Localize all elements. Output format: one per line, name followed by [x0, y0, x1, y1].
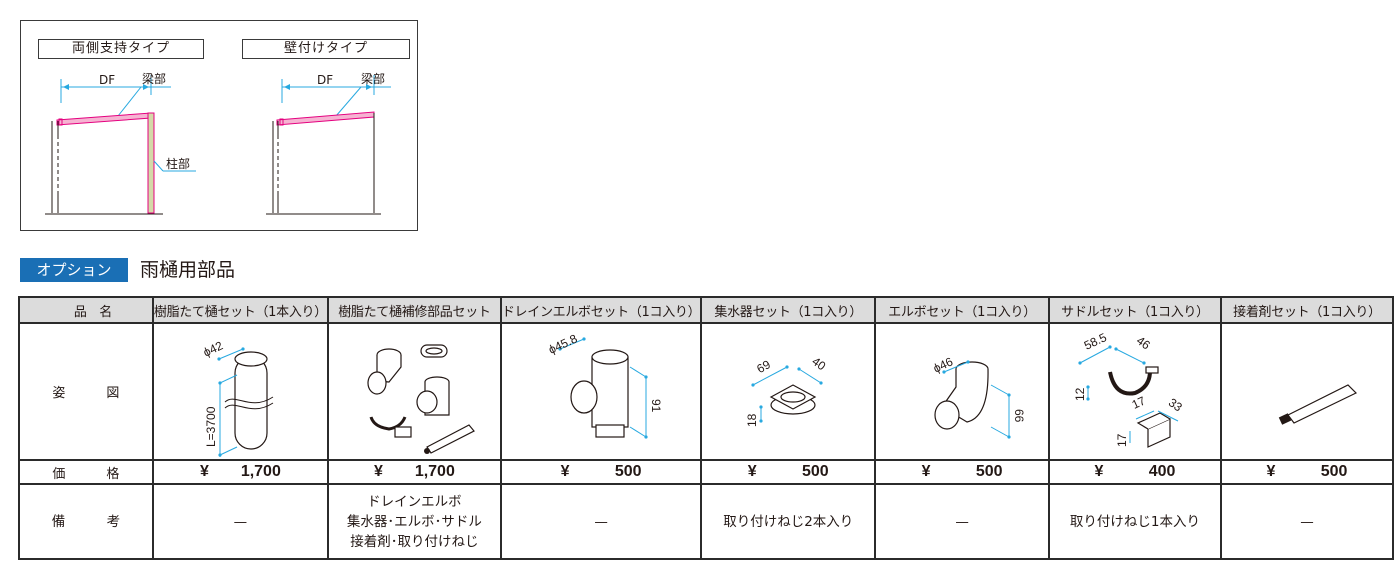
price-cell: ¥500: [700, 459, 877, 485]
drain-elbow-icon: ϕ45.8 91: [546, 331, 663, 439]
notes-cell: —: [499, 483, 703, 560]
price-cell: ¥1,700: [326, 459, 502, 485]
product-name: 集水器セット（1コ入り）: [700, 296, 877, 324]
svg-text:ϕ46: ϕ46: [931, 354, 955, 375]
notes-row: 備 考 — ドレインエルボ 集水器･エルボ･サドル 接着剤･取り付けねじ — 取…: [18, 483, 1394, 560]
price-row: 価 格 ¥1,700 ¥1,700 ¥500 ¥500 ¥500 ¥400 ¥5…: [18, 459, 1394, 485]
row-label-notes: 備 考: [18, 483, 154, 560]
notes-cell: —: [874, 483, 1050, 560]
price-cell: ¥1,700: [151, 459, 329, 485]
notes-cell: —: [151, 483, 329, 560]
svg-text:DF: DF: [317, 73, 333, 87]
repair-set-figure: [326, 322, 502, 461]
svg-text:柱部: 柱部: [166, 156, 190, 171]
product-name: 接着剤セット（1コ入り）: [1219, 296, 1394, 324]
product-name: 樹脂たて樋補修部品セット: [326, 296, 502, 324]
price-cell: ¥500: [1219, 459, 1394, 485]
drain-elbow-figure: ϕ45.8 91: [499, 322, 703, 461]
svg-text:DF: DF: [99, 73, 115, 87]
product-name: エルボセット（1コ入り）: [874, 296, 1050, 324]
rain-collector-icon: 69 40 18: [745, 354, 829, 427]
carport-structure-drawing: DF 梁部 柱部 DF 梁部: [45, 71, 391, 215]
elbow-figure: ϕ46 66: [874, 322, 1050, 461]
svg-text:17: 17: [1115, 433, 1129, 447]
collector-figure: 69 40 18: [700, 322, 877, 461]
price-cell: ¥400: [1047, 459, 1222, 485]
notes-cell: 取り付けねじ2本入り: [700, 483, 877, 560]
section-title: 雨樋用部品: [140, 259, 236, 281]
double-support-drawing: DF 梁部 柱部: [45, 71, 196, 215]
adhesive-tube-icon: [1278, 383, 1358, 425]
product-name: ドレインエルボセット（1コ入り）: [499, 296, 703, 324]
svg-text:梁部: 梁部: [142, 71, 166, 86]
repair-parts-icon: [367, 343, 476, 454]
carport-type-diagram: 両側支持タイプ 壁付けタイプ DF 梁部 柱部: [20, 20, 418, 231]
notes-cell: ドレインエルボ 集水器･エルボ･サドル 接着剤･取り付けねじ: [326, 483, 502, 560]
svg-text:91: 91: [649, 399, 663, 413]
svg-text:66: 66: [1012, 409, 1026, 423]
double-support-type-label: 両側支持タイプ: [38, 39, 204, 59]
row-label-figure: 姿 図: [18, 322, 154, 461]
svg-text:ϕ42: ϕ42: [201, 338, 225, 359]
notes-cell: —: [1219, 483, 1394, 560]
price-cell: ¥500: [499, 459, 703, 485]
svg-text:12: 12: [1073, 387, 1087, 401]
gutter-parts-table: 品 名 樹脂たて樋セット（1本入り） 樹脂たて樋補修部品セット ドレインエルボセ…: [18, 296, 1394, 560]
svg-text:L=3700: L=3700: [204, 406, 218, 447]
svg-text:梁部: 梁部: [361, 71, 385, 86]
downpipe-figure: ϕ42 L=3700: [151, 322, 329, 461]
saddle-icon: 58.5 46 12 17 33 17: [1073, 330, 1185, 448]
svg-text:46: 46: [1134, 333, 1153, 352]
option-badge: オプション: [20, 258, 128, 282]
saddle-figure: 58.5 46 12 17 33 17: [1047, 322, 1222, 461]
svg-text:ϕ45.8: ϕ45.8: [546, 331, 579, 357]
price-cell: ¥500: [874, 459, 1050, 485]
product-name: 樹脂たて樋セット（1本入り）: [151, 296, 329, 324]
notes-cell: 取り付けねじ1本入り: [1047, 483, 1222, 560]
svg-text:33: 33: [1166, 395, 1185, 414]
downpipe-icon: ϕ42 L=3700: [201, 338, 274, 457]
figure-row: 姿 図 ϕ42 L=3700: [18, 322, 1394, 461]
row-label-price: 価 格: [18, 459, 154, 485]
svg-text:17: 17: [1130, 393, 1148, 411]
elbow-icon: ϕ46 66: [931, 354, 1026, 439]
svg-text:40: 40: [810, 354, 829, 373]
wall-mount-drawing: DF 梁部: [266, 71, 391, 215]
adhesive-figure: [1219, 322, 1394, 461]
svg-text:69: 69: [755, 357, 774, 376]
wall-mount-type-label: 壁付けタイプ: [242, 39, 410, 59]
product-name: サドルセット（1コ入り）: [1047, 296, 1222, 324]
row-label-name: 品 名: [18, 296, 154, 324]
svg-text:18: 18: [745, 413, 759, 427]
header-row: 品 名 樹脂たて樋セット（1本入り） 樹脂たて樋補修部品セット ドレインエルボセ…: [18, 296, 1394, 324]
